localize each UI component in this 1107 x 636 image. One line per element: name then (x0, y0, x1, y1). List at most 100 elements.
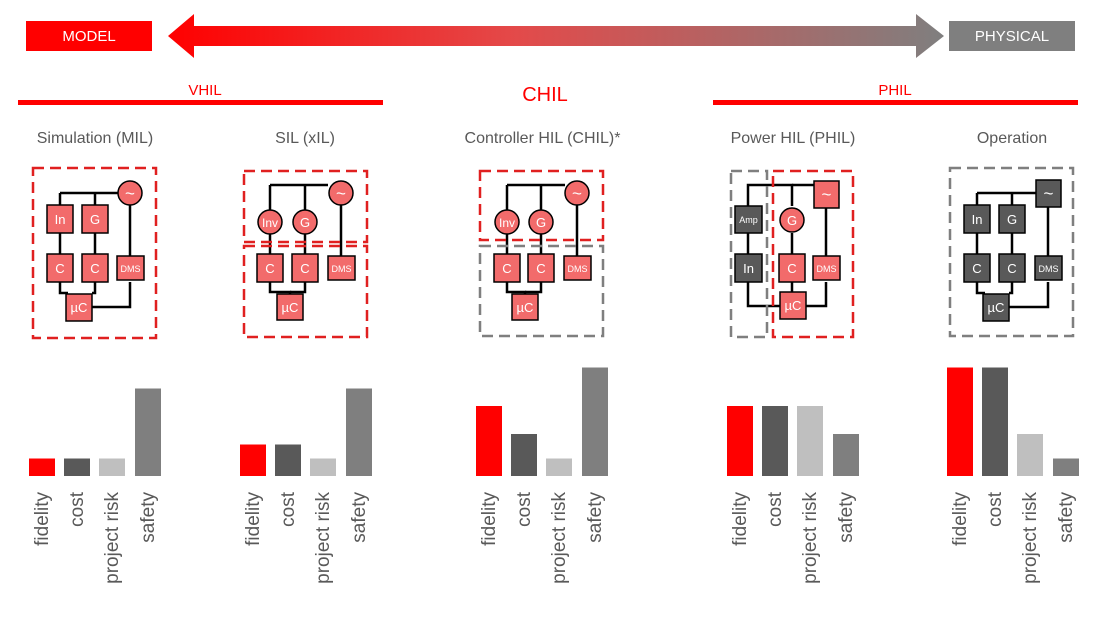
block-label-dms: DMS (1039, 264, 1059, 274)
block-c1 (46, 253, 74, 283)
bar-label-safety-0: safety (138, 492, 159, 543)
block-label-uc: µC (785, 298, 802, 313)
bar-label-cost-3: cost (765, 491, 786, 527)
block-label-c1: C (55, 261, 64, 276)
block-label-c1: C (502, 261, 511, 276)
column-title-mil: Simulation (MIL) (36, 130, 154, 147)
source-symbol: ~ (336, 184, 346, 203)
column-title-operation: Operation (976, 130, 1048, 147)
bar-label-safety-4: safety (1056, 492, 1077, 543)
block-c2 (998, 253, 1026, 283)
block-label-uc: µC (988, 300, 1005, 315)
source-icon (564, 180, 590, 206)
bar-safety-4 (1053, 458, 1079, 476)
category-vhil: VHIL (188, 82, 222, 99)
block-label-inv: Inv (262, 216, 278, 230)
block-label-g: G (90, 212, 100, 227)
block-label-g: G (787, 213, 797, 228)
block-label-c2: C (536, 261, 545, 276)
block-uc (276, 293, 304, 321)
bar-cost-0 (64, 458, 90, 476)
boundary-chil-model (478, 169, 605, 242)
block-label-dms: DMS (568, 264, 588, 274)
bar-label-project-risk-1: project risk (313, 492, 334, 584)
block-label-c2: C (300, 261, 309, 276)
block-dms (1034, 255, 1063, 281)
block-uc (65, 293, 93, 322)
block-g (81, 204, 109, 234)
bar-label-fidelity-3: fidelity (730, 492, 751, 546)
block-label-c: C (787, 261, 796, 276)
block-in (734, 253, 763, 283)
source-icon (117, 180, 143, 206)
diagram-operation: In G ~ C C DMS µC (948, 166, 1075, 338)
bar-label-safety-2: safety (585, 492, 606, 543)
category-chil: CHIL (522, 84, 568, 106)
block-amp (734, 205, 763, 234)
bar-project-risk-3 (797, 406, 823, 476)
block-label-in: In (55, 212, 66, 227)
block-label-inv: Inv (499, 216, 515, 230)
block-c2 (527, 253, 555, 283)
block-uc (511, 293, 539, 321)
bar-label-cost-2: cost (514, 491, 535, 527)
bar-label-project-risk-0: project risk (102, 492, 123, 584)
diagram-mil: In G ~ C C DMS µC (31, 166, 158, 340)
source-symbol: ~ (572, 184, 582, 203)
bar-cost-3 (762, 406, 788, 476)
column-title-chil: Controller HIL (CHIL)* (464, 130, 621, 147)
bar-safety-0 (135, 388, 161, 476)
bar-project-risk-0 (99, 458, 125, 476)
block-label-dms: DMS (817, 264, 837, 274)
boundary-chil-hardware (478, 244, 605, 338)
block-dms (812, 255, 841, 281)
block-c1 (256, 253, 284, 283)
bar-label-fidelity-1: fidelity (243, 492, 264, 546)
boundary-phil-hardware (771, 169, 855, 339)
block-g (292, 209, 318, 235)
source-icon (813, 180, 840, 209)
bar-label-project-risk-4: project risk (1020, 492, 1041, 584)
column-title-sil: SIL (xIL) (275, 130, 335, 147)
block-label-g: G (536, 215, 546, 230)
source-symbol: ~ (125, 184, 135, 203)
bar-label-safety-3: safety (836, 492, 857, 543)
block-label-c2: C (90, 261, 99, 276)
physical-label: PHYSICAL (949, 21, 1075, 51)
block-inv (494, 209, 520, 235)
source-symbol: ~ (1044, 184, 1054, 203)
boundary-sil-lower (242, 244, 369, 339)
block-label-dms: DMS (332, 264, 352, 274)
bar-label-cost-4: cost (985, 491, 1006, 527)
block-label-c1: C (265, 261, 274, 276)
bar-project-risk-4 (1017, 434, 1043, 476)
bar-fidelity-3 (727, 406, 753, 476)
diagram-phil: Amp In G ~ C DMS µC (729, 169, 855, 339)
bar-label-safety-1: safety (349, 492, 370, 543)
bar-safety-1 (346, 388, 372, 476)
boundary-phil-amplifier (729, 169, 769, 339)
bar-label-fidelity-4: fidelity (950, 492, 971, 546)
bar-project-risk-1 (310, 458, 336, 476)
block-label-amp: Amp (739, 215, 758, 225)
block-label-g: G (300, 215, 310, 230)
bar-cost-4 (982, 367, 1008, 476)
model-label: MODEL (26, 21, 152, 51)
bar-fidelity-0 (29, 458, 55, 476)
bar-label-fidelity-2: fidelity (479, 492, 500, 546)
model-physical-arrow (168, 14, 944, 58)
block-c2 (81, 253, 109, 283)
block-c1 (493, 253, 521, 283)
vhil-line (18, 100, 383, 105)
block-dms (116, 255, 145, 281)
block-label-uc: µC (71, 300, 88, 315)
boundary-mil (31, 166, 158, 340)
block-uc (982, 293, 1010, 322)
bar-label-fidelity-0: fidelity (32, 492, 53, 546)
block-dms (327, 255, 356, 281)
bar-safety-2 (582, 367, 608, 476)
bar-safety-3 (833, 434, 859, 476)
block-g (528, 209, 554, 235)
block-label-dms: DMS (121, 264, 141, 274)
